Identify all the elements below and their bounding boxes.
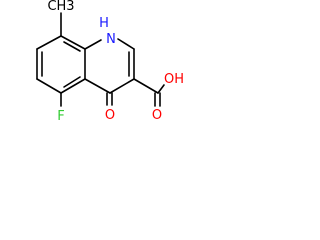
bond	[60, 35, 86, 50]
fluorine-label: F	[57, 109, 64, 124]
bond	[60, 78, 86, 94]
bonds	[36, 12, 165, 107]
bond	[36, 78, 62, 94]
bond	[63, 41, 81, 52]
bond	[133, 78, 159, 94]
hydrogen-label: H	[99, 16, 109, 31]
bond	[157, 84, 165, 94]
bond	[109, 78, 135, 94]
bond	[84, 78, 111, 94]
molecule-structure: CH3 H N F O OH O	[36, 0, 184, 124]
methyl-label: CH3	[47, 0, 74, 14]
hydroxyl-label: OH	[164, 72, 184, 87]
bond	[36, 35, 62, 50]
bond	[84, 39, 102, 50]
structure-canvas: CH3 H N F O OH O	[0, 0, 187, 145]
keto-oxygen-label: O	[105, 108, 115, 123]
nitrogen-label: N	[106, 32, 116, 47]
bond	[63, 76, 81, 88]
bond	[117, 38, 135, 50]
acid-oxygen-label: O	[152, 108, 162, 123]
